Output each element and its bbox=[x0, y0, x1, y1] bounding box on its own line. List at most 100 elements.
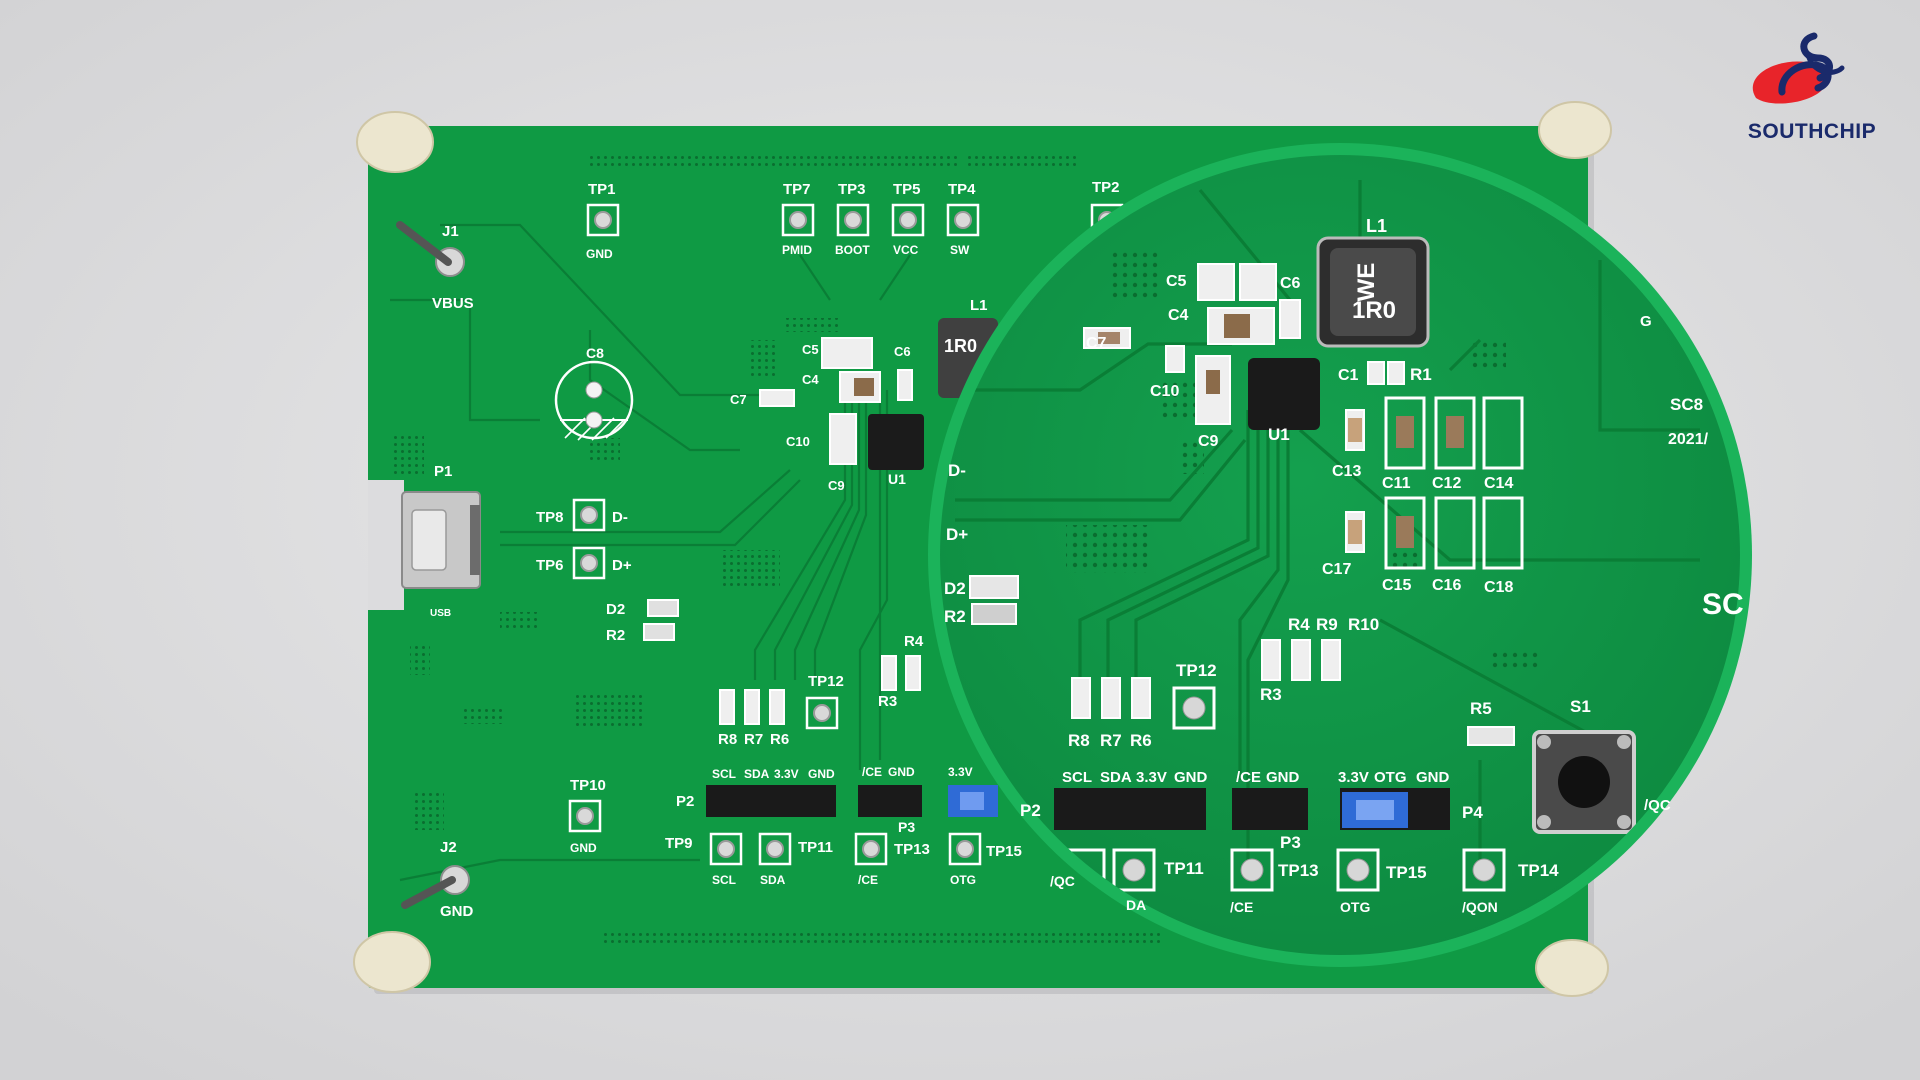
label-tp13-sub: /CE bbox=[858, 873, 878, 887]
lens-label-c9: C9 bbox=[1198, 433, 1219, 450]
label-hdr-ce-gnd: GND bbox=[888, 765, 915, 779]
label-l1: L1 bbox=[970, 297, 988, 314]
standoffs bbox=[353, 101, 1612, 997]
c8-footprint bbox=[554, 360, 634, 441]
label-tp6: TP6 bbox=[536, 557, 564, 574]
lens-label-qon-partial: /QC bbox=[1644, 797, 1671, 814]
southchip-wordmark: SOUTHCHIP bbox=[1747, 120, 1877, 143]
label-vbus: VBUS bbox=[432, 295, 474, 312]
label-p2: P2 bbox=[676, 793, 694, 810]
label-r8: R8 bbox=[718, 731, 737, 748]
label-tp7-sub: PMID bbox=[782, 243, 812, 257]
lens-label-sda-partial: DA bbox=[1126, 897, 1146, 913]
label-u1: U1 bbox=[888, 471, 906, 487]
label-j2: J2 bbox=[440, 839, 457, 856]
lens-label-s1: S1 bbox=[1570, 697, 1591, 716]
lens-label-date-partial: 2021/ bbox=[1668, 431, 1709, 448]
label-tp4-sub: SW bbox=[950, 243, 970, 257]
southchip-logo-mark bbox=[1752, 32, 1845, 104]
label-c6: C6 bbox=[894, 344, 911, 359]
lens-label-sc-big: SC bbox=[1702, 588, 1744, 621]
j1-pin bbox=[396, 221, 465, 277]
lens-label-r2: R2 bbox=[944, 607, 966, 626]
label-l1-mark: 1R0 bbox=[944, 336, 977, 356]
label-tp15-sub: OTG bbox=[950, 873, 976, 887]
label-tp1-sub: GND bbox=[586, 247, 613, 261]
lens-label-hdr-33: 3.3V bbox=[1136, 769, 1167, 786]
label-d-plus: D+ bbox=[612, 557, 632, 574]
lens-label-c13: C13 bbox=[1332, 463, 1361, 480]
lens-label-r3: R3 bbox=[1260, 685, 1282, 704]
label-tp1: TP1 bbox=[588, 181, 616, 198]
lens-label-c14: C14 bbox=[1484, 475, 1513, 492]
label-hdr-ce: /CE bbox=[862, 765, 882, 779]
label-p3: P3 bbox=[898, 819, 915, 835]
lens-label-hdr-gnd: GND bbox=[1174, 769, 1208, 786]
label-tp11: TP11 bbox=[798, 839, 833, 856]
label-tp12: TP12 bbox=[808, 673, 844, 690]
lens-label-tp13-sub: /CE bbox=[1230, 899, 1253, 915]
lens-label-r5: R5 bbox=[1470, 699, 1492, 718]
lens-label-u1: U1 bbox=[1268, 425, 1290, 444]
label-r2: R2 bbox=[606, 627, 625, 644]
lens-label-c17: C17 bbox=[1322, 561, 1351, 578]
lens-label-hdr-33b: 3.3V bbox=[1338, 769, 1369, 786]
label-gnd: GND bbox=[440, 903, 474, 920]
lens-label-tp14-sub: /QON bbox=[1462, 899, 1498, 915]
label-tp15: TP15 bbox=[986, 843, 1022, 860]
label-tp5: TP5 bbox=[893, 181, 921, 198]
lens-label-r9: R9 bbox=[1316, 615, 1338, 634]
lens-label-r8: R8 bbox=[1068, 731, 1090, 750]
label-c4: C4 bbox=[802, 372, 819, 387]
lens-label-sc-partial: SC8 bbox=[1670, 395, 1703, 414]
label-c8: C8 bbox=[586, 345, 604, 361]
lens-label-hdr-gnd2: GND bbox=[1416, 769, 1450, 786]
lens-label-tp13: TP13 bbox=[1278, 861, 1319, 880]
lens-label-c11: C11 bbox=[1382, 475, 1411, 492]
lens-label-p2: P2 bbox=[1020, 801, 1041, 820]
lens-label-r7: R7 bbox=[1100, 731, 1122, 750]
lens-label-c15: C15 bbox=[1382, 577, 1411, 594]
lens-label-hdr-otg: OTG bbox=[1374, 769, 1407, 786]
lens-label-p3: P3 bbox=[1280, 833, 1301, 852]
label-d2: D2 bbox=[606, 601, 625, 618]
label-tp3: TP3 bbox=[838, 181, 866, 198]
label-r3: R3 bbox=[878, 693, 897, 710]
label-c5: C5 bbox=[802, 342, 819, 357]
label-tp5-sub: VCC bbox=[893, 243, 919, 257]
label-tp10: TP10 bbox=[570, 777, 606, 794]
lens-label-qon-left: /QC bbox=[1050, 873, 1075, 889]
lens-label-hdr-ce: /CE bbox=[1236, 769, 1261, 786]
lens-label-tp11: TP11 bbox=[1164, 859, 1204, 878]
lens-label-d-plus: D+ bbox=[946, 525, 968, 544]
lens-label-d-minus: D- bbox=[948, 461, 966, 480]
label-c9: C9 bbox=[828, 478, 845, 493]
lens-label-c5: C5 bbox=[1166, 273, 1187, 290]
label-r7: R7 bbox=[744, 731, 763, 748]
label-c7: C7 bbox=[730, 392, 747, 407]
label-hdr-33b: 3.3V bbox=[948, 765, 973, 779]
lens-label-g-partial: G bbox=[1640, 313, 1652, 330]
lens-label-hdr-ce-gnd: GND bbox=[1266, 769, 1300, 786]
lens-label-tp15: TP15 bbox=[1386, 863, 1427, 882]
label-hdr-scl: SCL bbox=[712, 767, 736, 781]
usb-connector bbox=[401, 491, 481, 589]
board-components bbox=[643, 318, 998, 725]
lens-label-l1: L1 bbox=[1366, 216, 1387, 236]
lens-label-c4: C4 bbox=[1168, 307, 1189, 324]
lens-label-c1: C1 bbox=[1338, 367, 1359, 384]
lens-label-d2: D2 bbox=[944, 579, 966, 598]
via-fields bbox=[394, 152, 1160, 944]
label-p1: P1 bbox=[434, 463, 452, 480]
label-hdr-sda: SDA bbox=[744, 767, 770, 781]
label-d-minus: D- bbox=[612, 509, 628, 526]
southchip-logo: SOUTHCHIP bbox=[1722, 28, 1902, 148]
lens-label-r4: R4 bbox=[1288, 615, 1310, 634]
board-silkscreen: J1 VBUS J2 GND P1 USB C8 TP1 GND TP7 PMI… bbox=[430, 179, 1120, 920]
label-tp4: TP4 bbox=[948, 181, 976, 198]
lens-label-hdr-sda: SDA bbox=[1100, 769, 1132, 786]
label-tp3-sub: BOOT bbox=[835, 243, 870, 257]
lens-label-r10: R10 bbox=[1348, 615, 1379, 634]
lens-label-c12: C12 bbox=[1432, 475, 1461, 492]
